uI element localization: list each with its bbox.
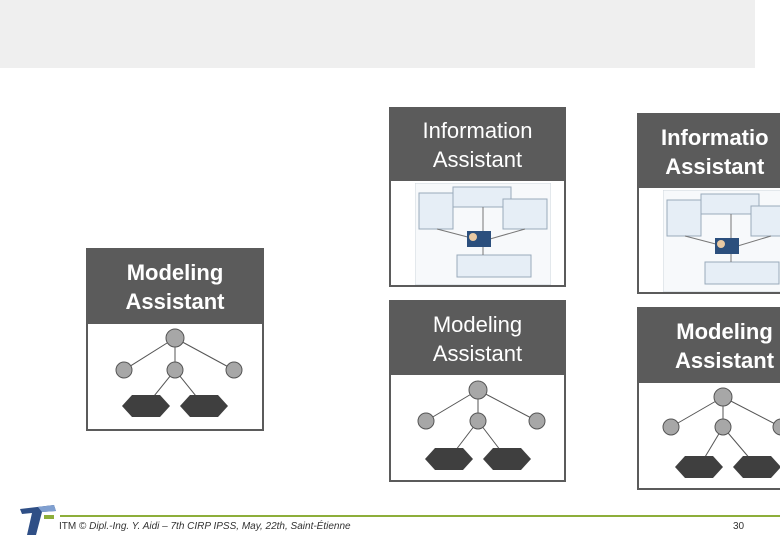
modeling-assistant-card-center: Modeling Assistant xyxy=(389,300,566,482)
information-assistant-card-right: Informatio Assistant xyxy=(637,113,780,294)
leaf-hexagon xyxy=(180,395,228,417)
card-header: Modeling Assistant xyxy=(391,302,564,375)
card-title: Modeling Assistant xyxy=(432,311,523,366)
child-node xyxy=(115,361,133,379)
footer-citation-text: Dipl.-Ing. Y. Aidi – 7th CIRP IPSS, May,… xyxy=(89,521,351,532)
modeling-assistant-card-left: Modeling Assistant xyxy=(86,248,264,431)
child-node xyxy=(714,418,732,436)
card-title: Information Assistant xyxy=(422,118,533,172)
footer-copyright: ITM © xyxy=(59,521,87,532)
card-header: Informatio Assistant xyxy=(639,115,780,188)
information-assistant-card-center: Information Assistant xyxy=(389,107,566,287)
leaf-hexagon xyxy=(425,448,473,470)
information-screenshot-thumbnail xyxy=(415,183,551,285)
card-header: Information Assistant xyxy=(391,109,564,181)
card-title: Informatio Assistant xyxy=(661,124,769,179)
modeling-assistant-card-right: Modeling Assistant xyxy=(637,307,780,490)
hierarchy-diagram xyxy=(662,387,780,478)
child-node xyxy=(528,412,546,430)
leaf-hexagon xyxy=(122,395,170,417)
card-header: Modeling Assistant xyxy=(88,250,262,324)
itm-logo xyxy=(20,505,56,535)
leaf-hexagon xyxy=(483,448,531,470)
root-node xyxy=(713,387,733,407)
footer-divider xyxy=(60,515,780,517)
hierarchy-diagram xyxy=(417,380,546,470)
card-title: Modeling Assistant xyxy=(675,319,775,373)
page-number: 30 xyxy=(733,521,745,532)
footer-citation: ITM © Dipl.-Ing. Y. Aidi – 7th CIRP IPSS… xyxy=(59,521,351,532)
card-title: Modeling Assistant xyxy=(125,260,225,314)
root-node xyxy=(468,380,488,400)
child-node xyxy=(417,412,435,430)
information-screenshot-thumbnail xyxy=(663,190,780,292)
child-node xyxy=(772,418,780,436)
leaf-hexagon xyxy=(675,456,723,478)
child-node xyxy=(166,361,184,379)
child-node xyxy=(469,412,487,430)
child-node xyxy=(662,418,680,436)
slide-title-area xyxy=(0,0,755,68)
root-node xyxy=(165,328,185,348)
hierarchy-diagram xyxy=(115,328,243,417)
card-header: Modeling Assistant xyxy=(639,309,780,383)
child-node xyxy=(225,361,243,379)
leaf-hexagon xyxy=(733,456,780,478)
